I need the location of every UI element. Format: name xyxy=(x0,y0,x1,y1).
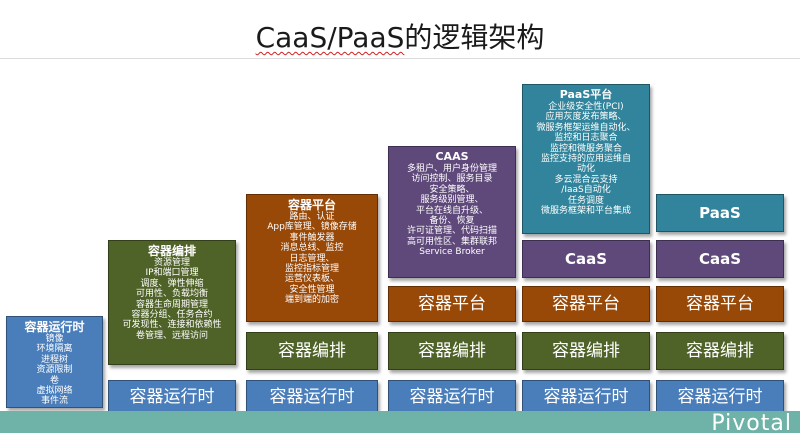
orchestration-layer-col4: 容器编排 xyxy=(388,332,516,370)
orchestration-line: 卷管理、远程访问 xyxy=(135,330,208,341)
orchestration-line: 资源管理 xyxy=(153,258,190,268)
orchestration-line: 可用性、负载均衡 xyxy=(135,289,208,300)
title-rest: 的逻辑架构 xyxy=(404,21,545,54)
orchestration-line: IP和端口管理 xyxy=(145,268,199,279)
platform-line: 端到端的加密 xyxy=(284,295,339,306)
paas-line: 任务调度 xyxy=(567,195,604,206)
paas-line: 企业级安全性(PCI) xyxy=(548,102,624,112)
runtime-layer-col5: 容器运行时 xyxy=(522,380,650,414)
runtime-layer-col3: 容器运行时 xyxy=(246,380,378,414)
caas-description-box: CAAS 多租户、用户身份管理 访问控制、服务目录 安全策略、 服务级别管理、 … xyxy=(388,146,516,278)
orchestration-line: 可发现性、连接和依赖性 xyxy=(122,320,222,331)
title-caas-paas: CaaS/PaaS xyxy=(255,21,405,54)
paas-layer-col6: PaaS xyxy=(656,194,784,232)
runtime-heading: 容器运行时 xyxy=(24,320,85,334)
page-title: CaaS/PaaS的逻辑架构 xyxy=(0,16,800,56)
caas-heading: CAAS xyxy=(435,150,469,163)
caas-line: 安全策略、 xyxy=(429,184,475,195)
runtime-line: 资源限制 xyxy=(36,365,73,376)
caas-line: 多租户、用户身份管理 xyxy=(406,164,497,174)
platform-line: 运营仪表板、 xyxy=(284,274,339,285)
orchestration-description-box: 容器编排 资源管理 IP和端口管理 调度、弹性伸缩 可用性、负载均衡 容器生命周… xyxy=(108,240,236,365)
platform-layer-col4: 容器平台 xyxy=(388,286,516,322)
orchestration-layer-col5: 容器编排 xyxy=(522,332,650,370)
platform-line: 安全性管理 xyxy=(289,284,335,295)
paas-line: /IaaS自动化 xyxy=(561,185,611,196)
paas-line: 微服务框架和平台集成 xyxy=(540,206,631,217)
platform-line: 消息总线、监控 xyxy=(280,243,344,254)
platform-description-box: 容器平台 路由、认证 App库管理、镜像存储 事件触发器 消息总线、监控 日志管… xyxy=(246,194,378,322)
caas-line: 许可证管理、代码扫描 xyxy=(406,226,497,237)
paas-line: 监控和日志聚合 xyxy=(554,133,618,144)
orchestration-line: 调度、弹性伸缩 xyxy=(140,278,204,289)
paas-line: 微服务框架运维自动化、 xyxy=(536,122,636,133)
runtime-layer-col4: 容器运行时 xyxy=(388,380,516,414)
paas-line: 监控支持的应用运维自 xyxy=(540,154,631,165)
runtime-line: 镜像 xyxy=(45,334,64,344)
runtime-layer-col2: 容器运行时 xyxy=(108,380,236,414)
platform-heading: 容器平台 xyxy=(287,198,336,212)
platform-layer-col6: 容器平台 xyxy=(656,286,784,322)
orchestration-heading: 容器编排 xyxy=(147,244,196,258)
runtime-layer-col6: 容器运行时 xyxy=(656,380,784,414)
orchestration-line: 容器生命周期管理 xyxy=(135,299,208,310)
orchestration-layer-col6: 容器编排 xyxy=(656,332,784,370)
platform-line: App库管理、镜像存储 xyxy=(267,222,357,233)
paas-line: 监控和微服务聚合 xyxy=(549,143,622,154)
platform-line: 路由、认证 xyxy=(289,212,335,222)
runtime-line: 进程树 xyxy=(40,354,68,365)
paas-line: 多云混合云支持 xyxy=(554,174,618,185)
paas-line: 应用灰度发布策略、 xyxy=(545,112,627,123)
runtime-description-box: 容器运行时 镜像 环境隔离 进程树 资源限制 卷 虚拟网络 事件流 xyxy=(6,316,103,408)
orchestration-layer-col3: 容器编排 xyxy=(246,332,378,370)
paas-description-box: PaaS平台 企业级安全性(PCI) 应用灰度发布策略、 微服务框架运维自动化、… xyxy=(522,84,650,234)
paas-heading: PaaS平台 xyxy=(559,88,613,101)
orchestration-line: 容器分组、任务合约 xyxy=(131,310,213,321)
caas-layer-col5: CaaS xyxy=(522,240,650,278)
brand-logo: Pivotal xyxy=(711,411,792,436)
runtime-line: 环境隔离 xyxy=(36,344,73,355)
divider-line xyxy=(0,58,800,59)
paas-line: 动化 xyxy=(576,164,595,175)
platform-line: 监控指标管理 xyxy=(284,264,339,275)
caas-line: Service Broker xyxy=(419,247,485,258)
runtime-line: 事件流 xyxy=(40,396,68,407)
footer-bar xyxy=(0,411,800,433)
runtime-line: 虚拟网络 xyxy=(36,386,73,397)
platform-layer-col5: 容器平台 xyxy=(522,286,650,322)
caas-layer-col6: CaaS xyxy=(656,240,784,278)
platform-line: 事件触发器 xyxy=(289,232,335,243)
caas-line: 高可用性区、集群联邦 xyxy=(406,236,497,247)
runtime-line: 卷 xyxy=(49,375,59,386)
caas-line: 备份、恢复 xyxy=(429,216,475,227)
caas-line: 平台在线自升级、 xyxy=(415,205,488,216)
caas-line: 服务级别管理、 xyxy=(420,195,484,206)
caas-line: 访问控制、服务目录 xyxy=(411,174,493,185)
platform-line: 日志管理、 xyxy=(289,253,335,264)
